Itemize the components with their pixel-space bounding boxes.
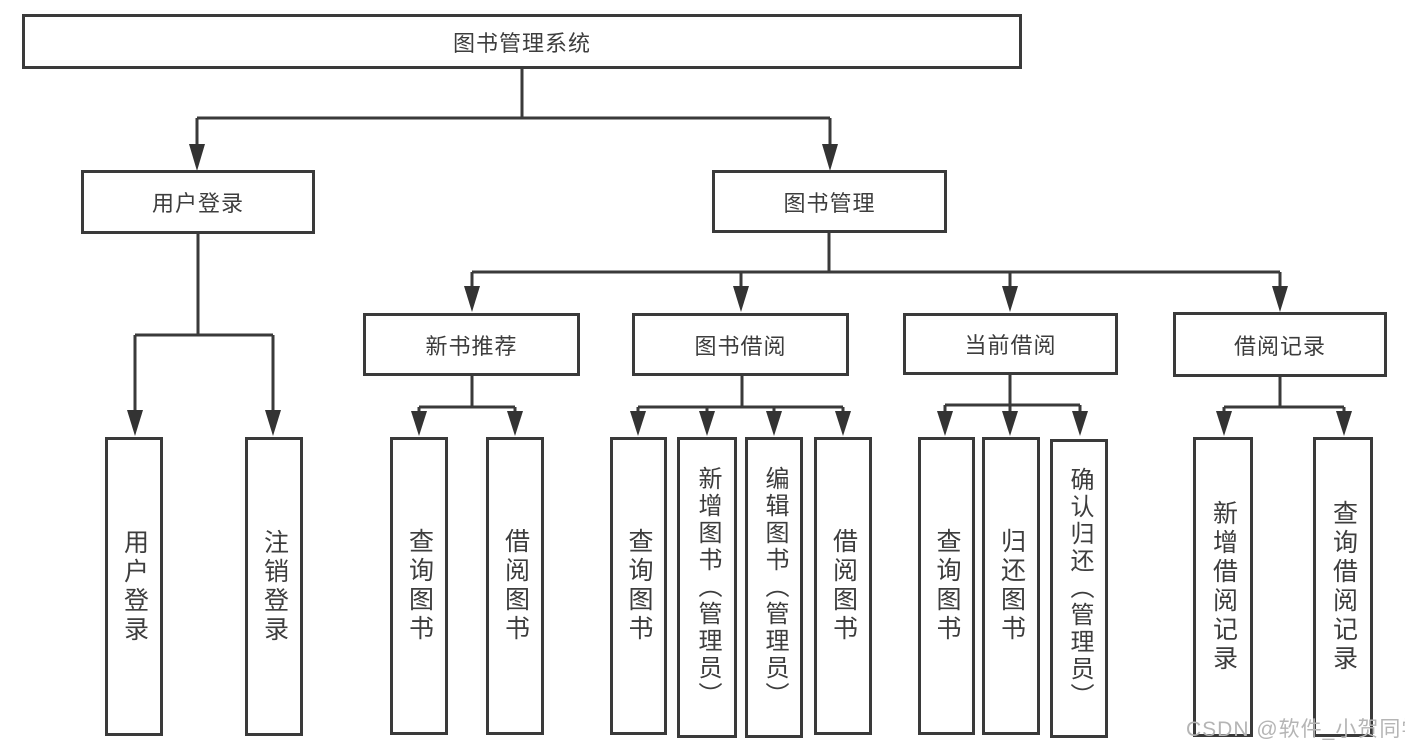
- leaf-add-books-admin: 新增图书（管理员）: [677, 437, 737, 738]
- node-user-login-label: 用户登录: [151, 191, 244, 216]
- leaf-edit-books-admin-label: 编辑图书（管理员）: [761, 466, 788, 709]
- node-book-borrow-label: 图书借阅: [694, 333, 787, 359]
- leaf-borrow-borrow-books-label: 借阅图书: [829, 528, 858, 644]
- node-user-login: 用户登录: [81, 170, 315, 234]
- leaf-borrow-query-books: 查询图书: [610, 437, 667, 735]
- node-current-borrow-label: 当前借阅: [964, 333, 1057, 358]
- node-new-book-recommend-label: 新书推荐: [425, 333, 518, 359]
- node-book-manage-label: 图书管理: [783, 190, 876, 216]
- node-borrow-records-label: 借阅记录: [1233, 333, 1326, 359]
- node-book-borrow: 图书借阅: [632, 313, 849, 376]
- leaf-add-borrow-record-label: 新增借阅记录: [1209, 500, 1238, 674]
- leaf-return-books-label: 归还图书: [997, 528, 1026, 644]
- leaf-recommend-borrow-books: 借阅图书: [486, 437, 544, 735]
- leaf-return-books: 归还图书: [982, 437, 1040, 735]
- leaf-logout-label: 注销登录: [260, 528, 289, 645]
- node-borrow-records: 借阅记录: [1173, 312, 1387, 377]
- leaf-recommend-query-books: 查询图书: [390, 437, 448, 735]
- leaf-recommend-query-books-label: 查询图书: [405, 528, 434, 644]
- node-book-manage: 图书管理: [712, 170, 947, 233]
- leaf-borrow-borrow-books: 借阅图书: [814, 437, 872, 735]
- leaf-query-borrow-record-label: 查询借阅记录: [1329, 500, 1358, 674]
- leaf-query-borrow-record: 查询借阅记录: [1313, 437, 1373, 737]
- leaf-confirm-return-admin: 确认归还（管理员）: [1050, 439, 1108, 738]
- node-new-book-recommend: 新书推荐: [363, 313, 580, 376]
- leaf-confirm-return-admin-label: 确认归还（管理员）: [1066, 467, 1093, 710]
- node-current-borrow: 当前借阅: [903, 313, 1118, 375]
- leaf-borrow-query-books-label: 查询图书: [625, 528, 653, 644]
- node-root-library-system: 图书管理系统: [22, 14, 1022, 69]
- leaf-add-borrow-record: 新增借阅记录: [1193, 437, 1253, 737]
- leaf-current-query-books: 查询图书: [918, 437, 975, 735]
- leaf-add-books-admin-label: 新增图书（管理员）: [694, 466, 721, 709]
- node-root-label: 图书管理系统: [452, 30, 591, 56]
- leaf-current-query-books-label: 查询图书: [933, 528, 961, 644]
- leaf-user-login-label: 用户登录: [120, 528, 149, 645]
- leaf-recommend-borrow-books-label: 借阅图书: [501, 528, 530, 644]
- leaf-edit-books-admin: 编辑图书（管理员）: [745, 437, 803, 738]
- leaf-logout: 注销登录: [245, 437, 303, 736]
- leaf-user-login: 用户登录: [105, 437, 163, 736]
- csdn-watermark: CSDN @软件_小贺同学: [1186, 718, 1405, 741]
